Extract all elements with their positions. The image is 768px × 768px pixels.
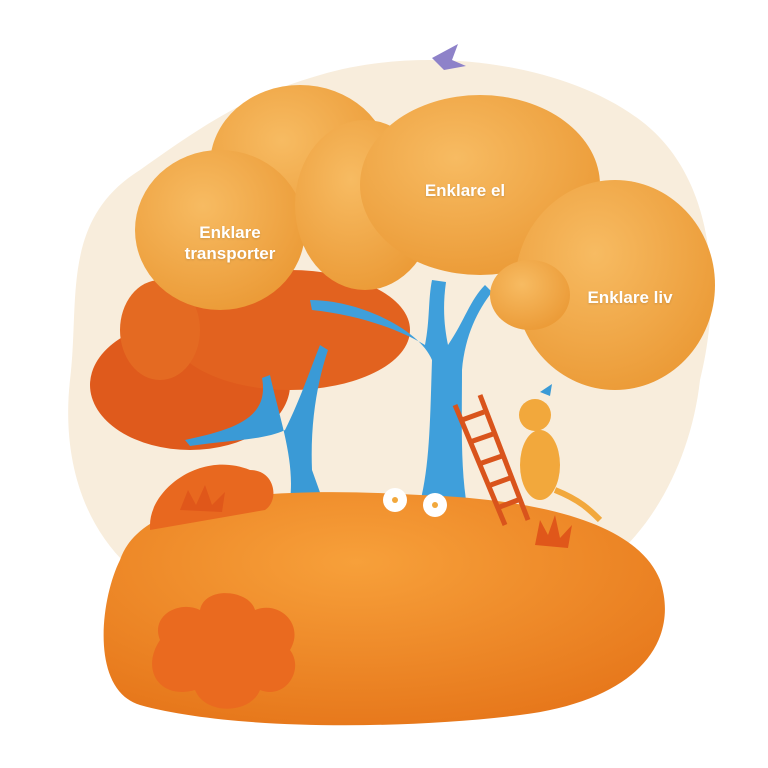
flowers xyxy=(383,488,447,517)
grass-tuft-left xyxy=(180,485,225,512)
label-enklare-transporter[interactable]: Enklare transporter xyxy=(160,222,300,264)
small-bird-icon xyxy=(540,384,552,396)
grass-tuft xyxy=(535,515,572,548)
cat-figure xyxy=(519,399,603,523)
tree-left xyxy=(185,345,328,500)
cloud-cluster xyxy=(135,85,715,390)
label-line: transporter xyxy=(184,244,276,263)
cloud-shape-front xyxy=(152,593,296,709)
bird-icon xyxy=(432,44,466,70)
small-bush xyxy=(150,464,274,530)
ladder xyxy=(452,394,531,526)
label-enklare-el[interactable]: Enklare el xyxy=(424,181,506,200)
label-line: Enklare xyxy=(199,223,261,242)
tree-right xyxy=(310,280,492,512)
label-enklare-liv[interactable]: Enklare liv xyxy=(587,288,673,307)
